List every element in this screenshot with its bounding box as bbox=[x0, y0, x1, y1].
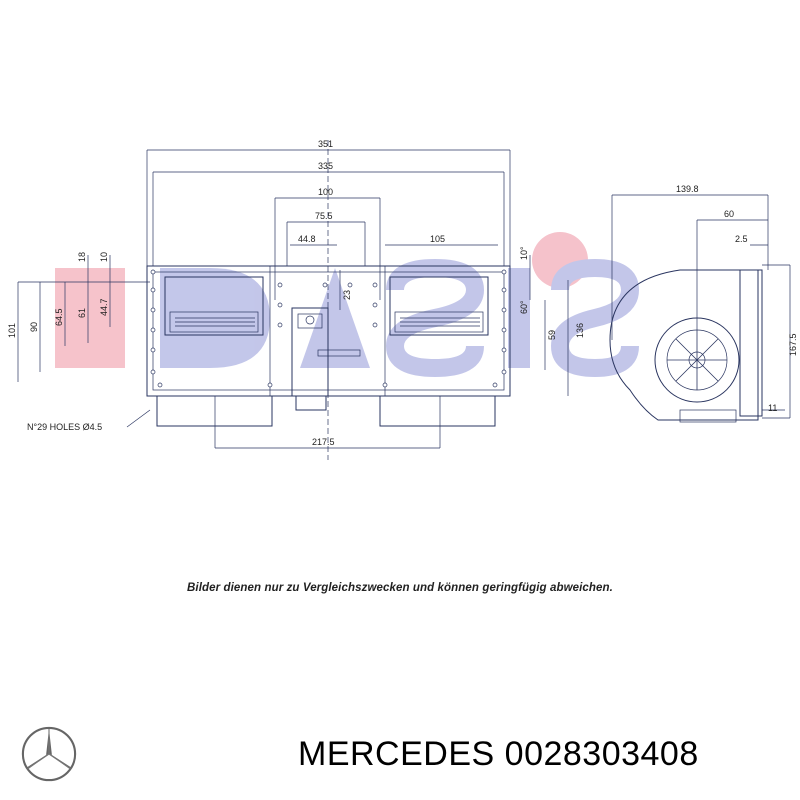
dim-59: 59 bbox=[547, 330, 557, 340]
dim-90: 90 bbox=[29, 322, 39, 332]
dim-105: 105 bbox=[430, 234, 445, 244]
dim-100: 100 bbox=[318, 187, 333, 197]
mercedes-star-icon bbox=[21, 726, 77, 782]
dim-139-8: 139.8 bbox=[676, 184, 699, 194]
disclaimer-caption: Bilder dienen nur zu Vergleichszwecken u… bbox=[187, 582, 613, 594]
holes-note: N°29 HOLES Ø4.5 bbox=[27, 422, 102, 432]
brand-name: MERCEDES bbox=[298, 735, 495, 773]
dim-44-8: 44.8 bbox=[298, 234, 316, 244]
dim-217-5: 217.5 bbox=[312, 437, 335, 447]
dim-335: 335 bbox=[318, 161, 333, 171]
dim-61: 61 bbox=[77, 308, 87, 318]
dim-101: 101 bbox=[7, 323, 17, 338]
dim-10: 10 bbox=[99, 252, 109, 262]
dim-18: 18 bbox=[77, 252, 87, 262]
dim-44-7: 44.7 bbox=[99, 298, 109, 316]
dim-136: 136 bbox=[575, 323, 585, 338]
dim-64-5: 64.5 bbox=[54, 308, 64, 326]
dim-23: 23 bbox=[342, 290, 352, 300]
dim-60-side: 60 bbox=[724, 209, 734, 219]
front-dimensions bbox=[17, 140, 569, 460]
dim-167-5: 167.5 bbox=[788, 333, 798, 356]
side-view bbox=[609, 194, 791, 423]
front-view bbox=[146, 265, 511, 427]
dim-351: 351 bbox=[318, 139, 333, 149]
brand-title: MERCEDES 0028303408 bbox=[298, 735, 699, 774]
dim-75-5: 75.5 bbox=[315, 211, 333, 221]
dim-10-right: 10° bbox=[519, 246, 529, 260]
dim-2-5: 2.5 bbox=[735, 234, 748, 244]
dim-11: 11 bbox=[768, 403, 777, 413]
dim-60-right: 60° bbox=[519, 300, 529, 314]
part-number: 0028303408 bbox=[504, 735, 699, 773]
